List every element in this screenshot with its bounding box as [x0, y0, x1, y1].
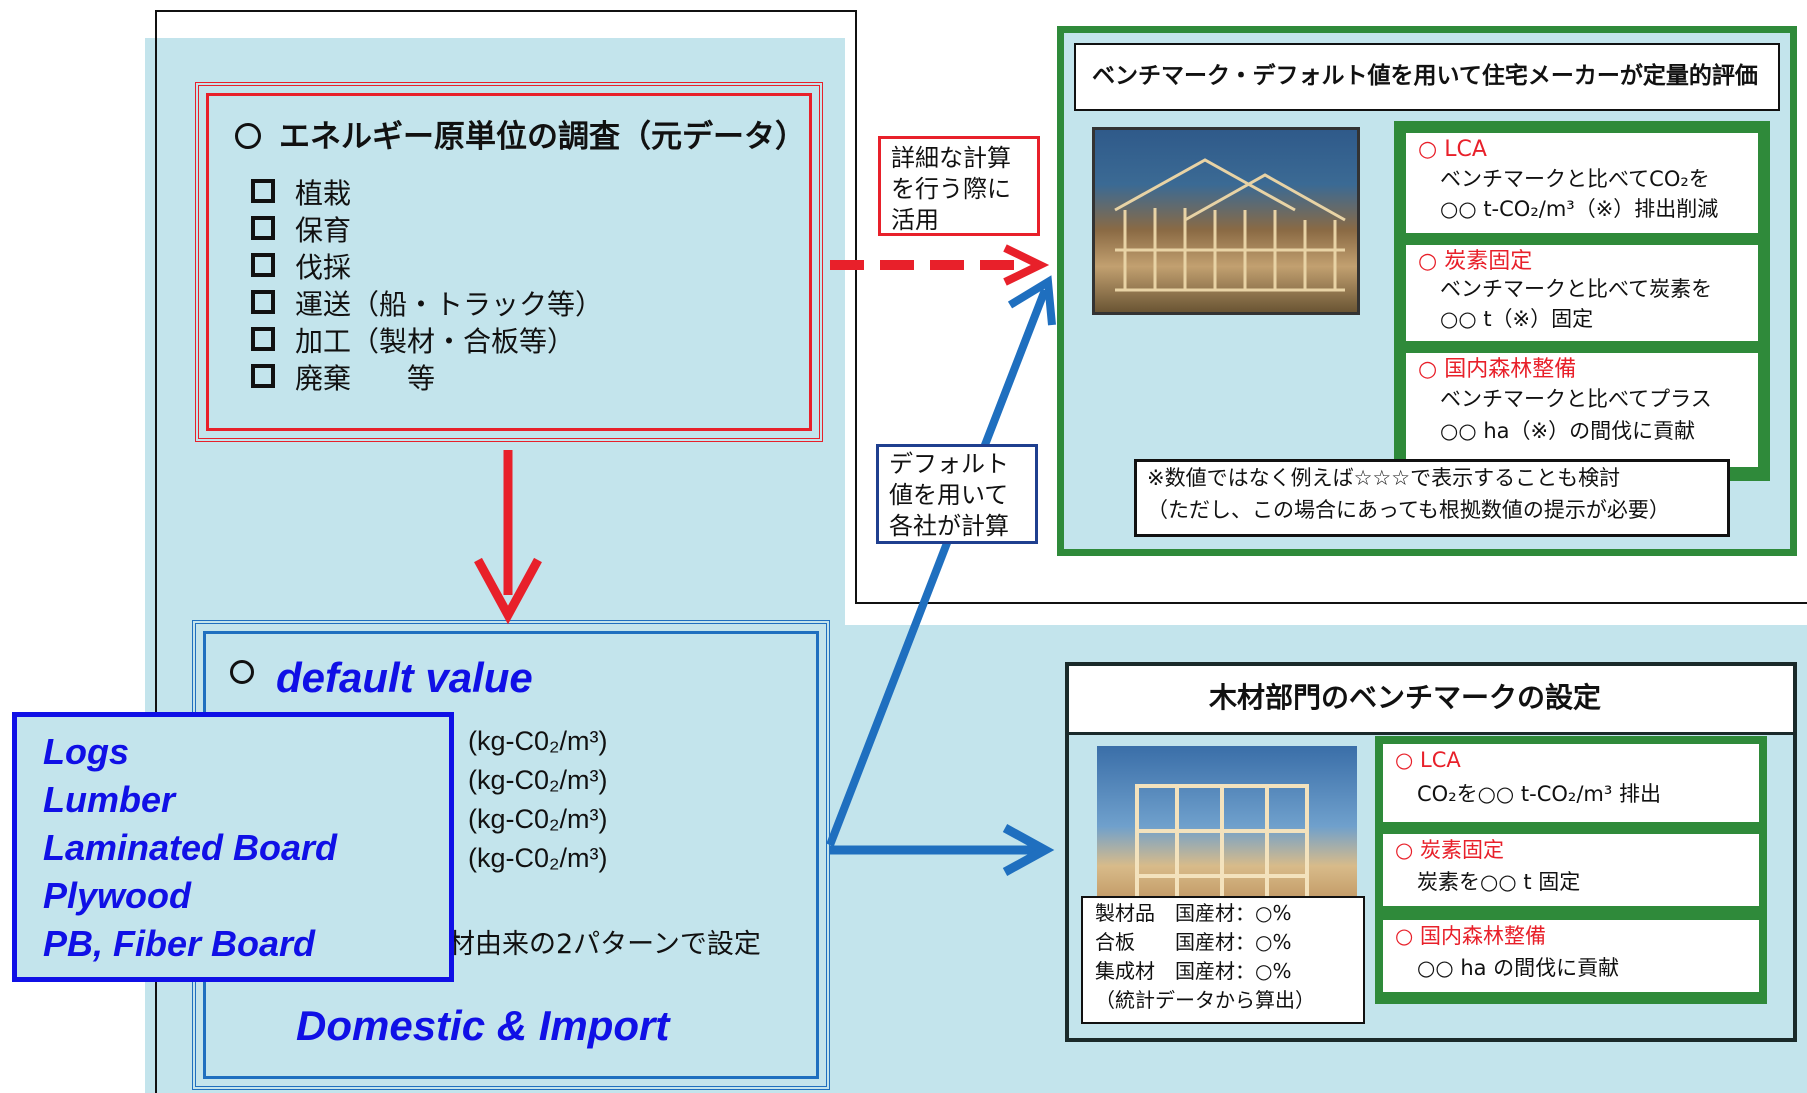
square-bullet-icon: [251, 364, 275, 388]
product-item: Lumber: [43, 779, 176, 820]
square-bullet-icon: [251, 327, 275, 351]
building-frame-icon: [1135, 784, 1309, 918]
timber-frame-icon: [1114, 158, 1346, 292]
circle-bullet-icon: [230, 660, 254, 684]
benchmark-cards: ○ LCA CO₂を○○ t-CO₂/m³ 排出 ○ 炭素固定 炭素を○○ t …: [1375, 736, 1767, 1004]
evaluation-card-lca: ○ LCA ベンチマークと比べてCO₂を ○○ t-CO₂/m³（※）排出削減: [1406, 133, 1758, 233]
list-item: 廃棄 等: [251, 362, 603, 400]
evaluation-cards: ○ LCA ベンチマークと比べてCO₂を ○○ t-CO₂/m³（※）排出削減 …: [1394, 121, 1770, 481]
default-value-box: default value (kg-C0₂/m³) (kg-C0₂/m³) (k…: [192, 620, 830, 1090]
unit-label: (kg-C0₂/m³): [468, 726, 608, 756]
benchmark-title-bar: 木材部門のベンチマークの設定: [1069, 666, 1793, 735]
stats-line: 合板 国産材：○%: [1095, 930, 1292, 954]
frame-mid: [855, 602, 1807, 604]
card-heading: ○ 国内森林整備: [1418, 357, 1577, 382]
benchmark-card-carbon: ○ 炭素固定 炭素を○○ t 固定: [1383, 834, 1759, 906]
red-down-arrow-icon: [474, 450, 542, 625]
energy-survey-title: エネルギー原単位の調査（元データ）: [235, 119, 806, 156]
unit-label: (kg-C0₂/m³): [468, 843, 608, 873]
list-item: 伐採: [251, 251, 603, 289]
stats-line: 集成材 国産材：○%: [1095, 959, 1292, 983]
circle-bullet-icon: ○: [1395, 924, 1420, 948]
square-bullet-icon: [251, 179, 275, 203]
detailed-calc-label: 詳細な計算を行う際に活用: [891, 144, 1011, 234]
default-calc-label: デフォルト値を用いて各社が計算: [889, 450, 1009, 540]
benchmark-card-forest: ○ 国内森林整備 ○○ ha の間伐に貢献: [1383, 920, 1759, 992]
list-item: 運送（船・トラック等）: [251, 288, 603, 326]
evaluation-note-box: ※数値ではなく例えば☆☆☆で表示することも検討 （ただし、この場合にあっても根拠…: [1134, 459, 1730, 537]
frame-left: [155, 10, 157, 1093]
product-list: Logs Lumber Laminated Board Plywood PB, …: [43, 731, 337, 971]
circle-bullet-icon: ○: [1395, 838, 1420, 862]
energy-survey-box: エネルギー原単位の調査（元データ） 植栽 保育 伐採 運送（船・トラック等） 加…: [195, 82, 823, 442]
house-frame-photo: [1092, 127, 1360, 315]
card-heading: ○ LCA: [1395, 748, 1461, 772]
unit-label: (kg-C0₂/m³): [468, 804, 608, 834]
evaluation-panel: ベンチマーク・デフォルト値を用いて住宅メーカーが定量的評価 ○ LCA ベンチマ…: [1057, 26, 1797, 556]
card-line: ○○ ha の間伐に貢献: [1417, 956, 1620, 980]
circle-bullet-icon: ○: [1418, 357, 1445, 382]
detailed-calc-label-box: 詳細な計算を行う際に活用: [878, 136, 1040, 236]
energy-survey-list: 植栽 保育 伐採 運送（船・トラック等） 加工（製材・合板等） 廃棄 等: [251, 177, 603, 400]
circle-bullet-icon: [235, 123, 261, 149]
circle-bullet-icon: ○: [1395, 748, 1420, 772]
card-heading: ○ 炭素固定: [1395, 838, 1504, 862]
card-line: ○○ t-CO₂/m³（※）排出削減: [1440, 197, 1719, 221]
stats-box: 製材品 国産材：○% 合板 国産材：○% 集成材 国産材：○% （統計データから…: [1081, 896, 1365, 1024]
frame-divider: [855, 10, 857, 602]
square-bullet-icon: [251, 253, 275, 277]
note-line: ※数値ではなく例えば☆☆☆で表示することも検討: [1147, 466, 1621, 490]
card-heading: ○ 国内森林整備: [1395, 924, 1546, 948]
product-item: Logs: [43, 731, 129, 772]
card-line: ベンチマークと比べてCO₂を: [1440, 167, 1710, 191]
benchmark-card-lca: ○ LCA CO₂を○○ t-CO₂/m³ 排出: [1383, 744, 1759, 822]
unit-label: (kg-C0₂/m³): [468, 765, 608, 795]
partial-pattern-text: 材由来の2パターンで設定: [448, 929, 761, 960]
evaluation-card-forest: ○ 国内森林整備 ベンチマークと比べてプラス ○○ ha（※）の間伐に貢献: [1406, 353, 1758, 467]
unit-list: (kg-C0₂/m³) (kg-C0₂/m³) (kg-C0₂/m³) (kg-…: [468, 726, 607, 882]
red-dashed-arrow-icon: [830, 244, 1050, 286]
note-line: （ただし、この場合にあっても根拠数値の提示が必要）: [1147, 498, 1670, 522]
product-list-box: Logs Lumber Laminated Board Plywood PB, …: [12, 712, 454, 982]
list-item: 加工（製材・合板等）: [251, 325, 603, 363]
stats-line: （統計データから算出）: [1095, 988, 1315, 1012]
evaluation-card-carbon: ○ 炭素固定 ベンチマークと比べて炭素を ○○ t（※）固定: [1406, 245, 1758, 341]
list-item: 保育: [251, 214, 603, 252]
card-line: 炭素を○○ t 固定: [1417, 870, 1581, 894]
benchmark-title: 木材部門のベンチマークの設定: [1209, 681, 1602, 714]
circle-bullet-icon: ○: [1418, 137, 1445, 162]
card-line: ベンチマークと比べて炭素を: [1440, 277, 1713, 301]
blue-right-arrow-icon: [830, 824, 1055, 876]
product-item: PB, Fiber Board: [43, 923, 316, 964]
card-heading: ○ 炭素固定: [1418, 249, 1533, 274]
circle-bullet-icon: ○: [1418, 249, 1445, 274]
card-line: ベンチマークと比べてプラス: [1440, 387, 1712, 411]
list-item: 植栽: [251, 177, 603, 215]
card-line: CO₂を○○ t-CO₂/m³ 排出: [1417, 782, 1661, 806]
product-item: Plywood: [43, 875, 192, 916]
blue-diagonal-arrow-icon: [826, 275, 1056, 847]
evaluation-title-bar: ベンチマーク・デフォルト値を用いて住宅メーカーが定量的評価: [1074, 43, 1780, 111]
evaluation-title: ベンチマーク・デフォルト値を用いて住宅メーカーが定量的評価: [1092, 63, 1758, 89]
default-value-title: default value: [230, 654, 533, 702]
default-calc-label-box: デフォルト値を用いて各社が計算: [876, 444, 1038, 544]
card-heading: ○ LCA: [1418, 137, 1487, 162]
card-line: ○○ ha（※）の間伐に貢献: [1440, 419, 1696, 443]
product-item: Laminated Board: [43, 827, 338, 868]
square-bullet-icon: [251, 216, 275, 240]
benchmark-panel: 木材部門のベンチマークの設定 製材品 国産材：○% 合板 国産材：○% 集成材 …: [1065, 662, 1797, 1042]
frame-top-left: [155, 10, 855, 12]
stats-line: 製材品 国産材：○%: [1095, 901, 1292, 925]
square-bullet-icon: [251, 290, 275, 314]
domestic-import-label: Domestic & Import: [296, 1002, 670, 1049]
card-line: ○○ t（※）固定: [1440, 307, 1594, 331]
